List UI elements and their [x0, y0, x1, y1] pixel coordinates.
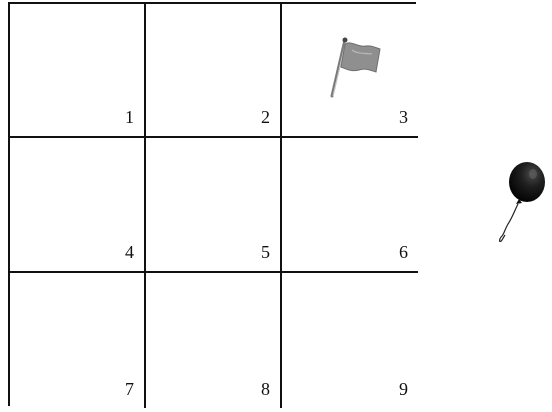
- cell-9[interactable]: 9: [282, 273, 418, 408]
- cell-7[interactable]: 7: [10, 273, 146, 408]
- cell-2[interactable]: 2: [146, 4, 282, 138]
- cell-5[interactable]: 5: [146, 138, 282, 273]
- flag-icon: [322, 36, 386, 100]
- cell-number: 7: [125, 380, 134, 398]
- cell-3[interactable]: 3: [282, 4, 418, 138]
- balloon-icon[interactable]: [498, 158, 546, 242]
- cell-1[interactable]: 1: [10, 4, 146, 138]
- cell-number: 5: [261, 243, 270, 261]
- cell-number: 2: [261, 108, 270, 126]
- cell-6[interactable]: 6: [282, 138, 418, 273]
- cell-4[interactable]: 4: [10, 138, 146, 273]
- cell-number: 4: [125, 243, 134, 261]
- cell-number: 1: [125, 108, 134, 126]
- cell-8[interactable]: 8: [146, 273, 282, 408]
- game-board: 1 2 3 4 5 6 7 8 9: [8, 2, 416, 406]
- cell-number: 8: [261, 380, 270, 398]
- cell-number: 6: [399, 243, 408, 261]
- cell-number: 9: [399, 380, 408, 398]
- cell-number: 3: [399, 108, 408, 126]
